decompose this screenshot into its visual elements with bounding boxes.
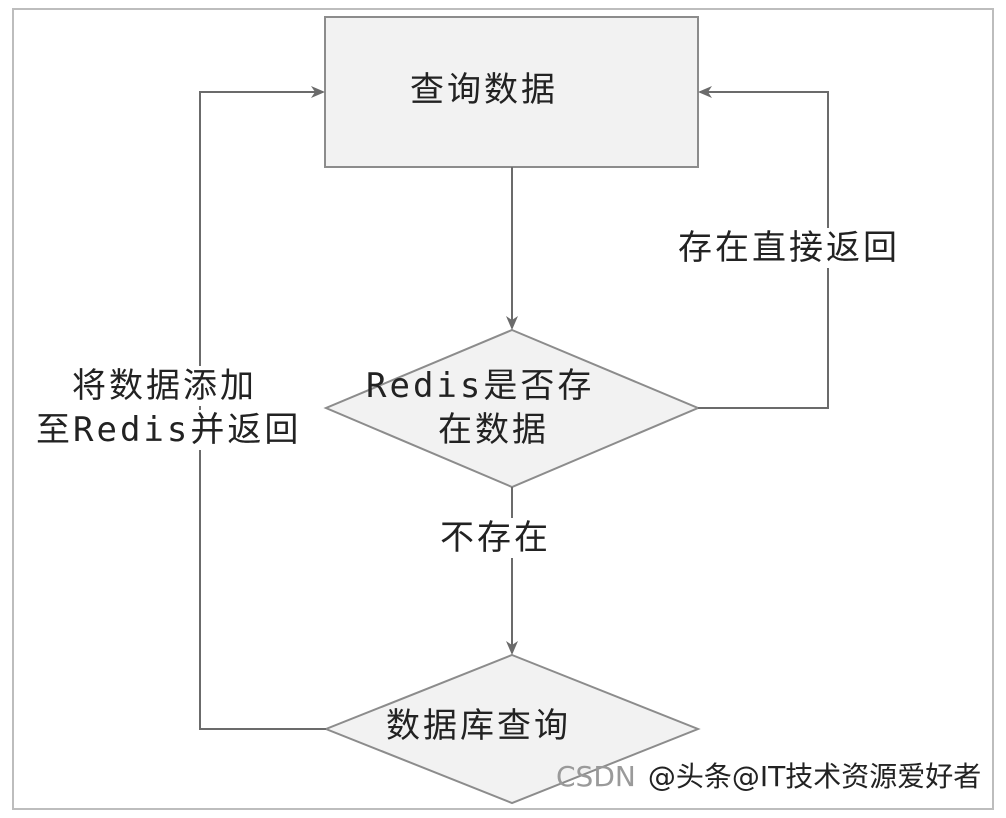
node-redis-check xyxy=(323,328,701,489)
edge-add-to-redis-label-line1: 将数据添加 xyxy=(70,366,259,406)
diagram-frame xyxy=(12,8,994,810)
edge-exists-return-label: 存在直接返回 xyxy=(676,228,902,268)
node-redis-check-label-line2: 在数据 xyxy=(438,410,549,450)
edge-add-to-redis-label-line2: 至Redis并返回 xyxy=(34,410,304,450)
watermark-handle: @头条@IT技术资源爱好者 xyxy=(647,760,982,793)
node-db-query-label: 数据库查询 xyxy=(386,706,571,746)
watermark: CSDN @头条@IT技术资源爱好者 xyxy=(556,760,981,794)
node-redis-check-label-line1: Redis是否存 xyxy=(366,366,595,406)
node-db-query xyxy=(323,653,701,805)
watermark-source: CSDN xyxy=(556,760,636,793)
edge-not-exists-label: 不存在 xyxy=(438,518,553,558)
node-query-data xyxy=(324,16,699,168)
node-query-data-label: 查询数据 xyxy=(410,70,558,110)
